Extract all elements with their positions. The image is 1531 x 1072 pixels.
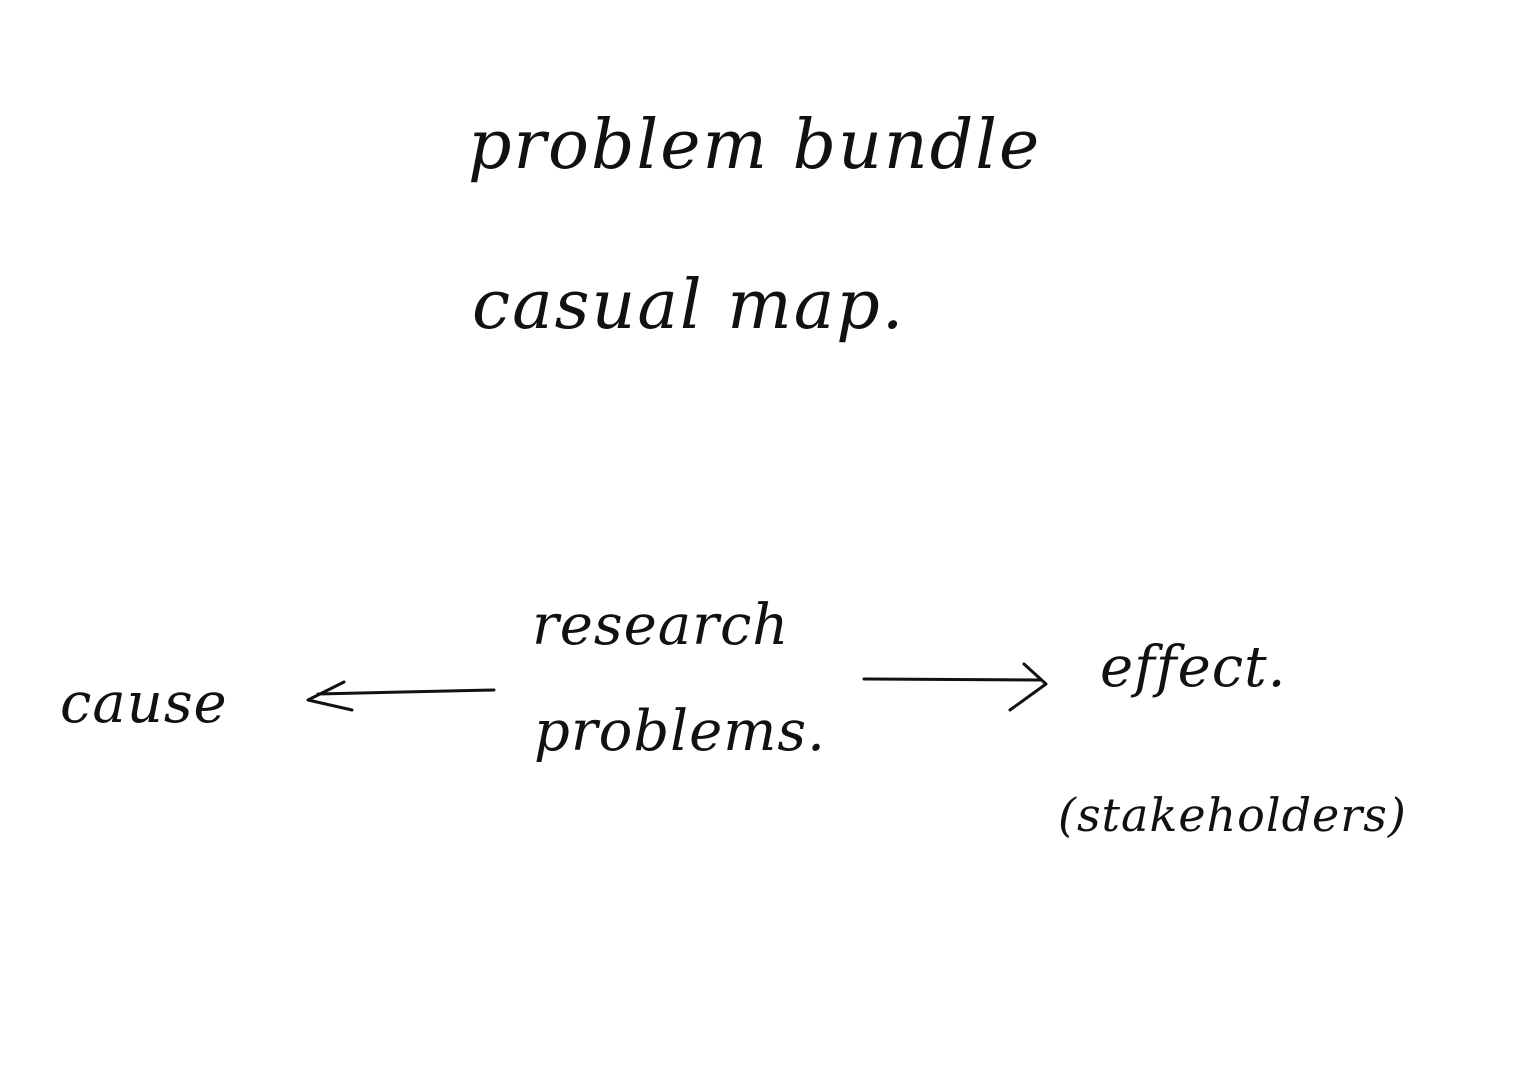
center-node-line-1: research — [532, 593, 790, 658]
stakeholders-note: (stakeholders) — [1058, 788, 1407, 842]
title-line-2: casual map. — [472, 266, 906, 345]
arrow-to-effect — [862, 677, 1042, 682]
effect-node: effect. — [1100, 635, 1287, 700]
arrow-to-cause-head — [306, 680, 354, 712]
arrow-to-cause — [316, 688, 496, 696]
cause-node: cause — [60, 671, 228, 736]
title-line-1: problem bundle — [468, 106, 1042, 185]
arrow-to-effect-head — [1008, 662, 1048, 712]
center-node-line-2: problems. — [534, 699, 826, 764]
